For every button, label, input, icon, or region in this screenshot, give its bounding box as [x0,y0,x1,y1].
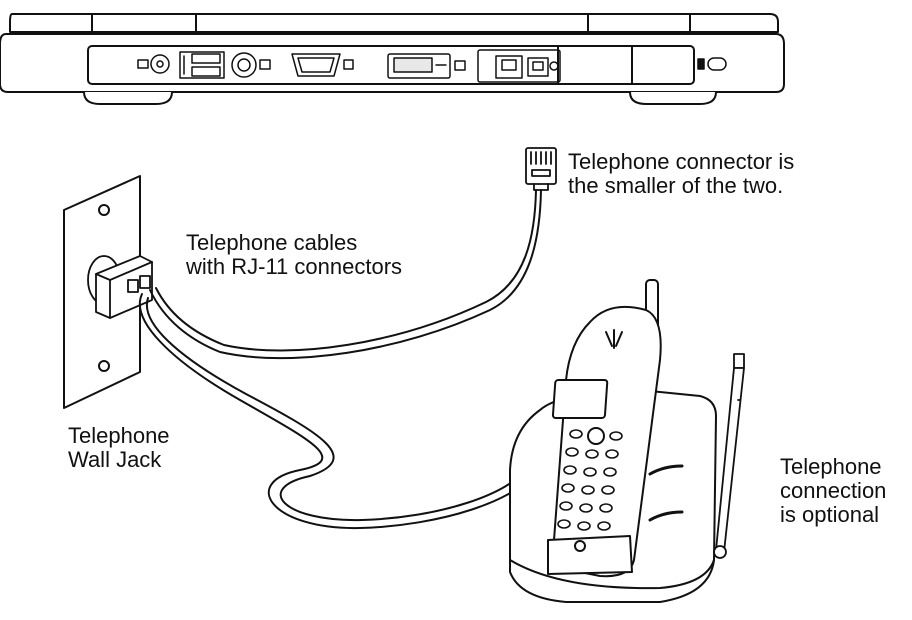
wall-jack-adapter [87,255,153,319]
wall-jack-label: Telephone Wall Jack [68,424,170,472]
connection-optional-label: Telephone connection is optional [780,455,886,527]
svideo-port [231,52,271,78]
connection-optional-label-line1: Telephone [780,454,882,479]
rj11-plug-icon [525,147,557,191]
vga-port [291,53,354,77]
connection-optional-label-line3: is optional [780,502,880,527]
wall-jack-label-line1: Telephone [68,423,170,448]
handset-keypad [557,429,623,531]
dvi-port [387,53,466,79]
base-antenna [713,353,745,559]
rj45-rj11-ports [477,49,561,83]
connection-optional-label-line2: connection [780,478,887,503]
telephone-cables-label: Telephone cables with RJ-11 connectors [186,231,402,279]
telephone-connector-label-line1: Telephone connector is [568,149,795,174]
telephone-cables [139,189,542,530]
handset-cradle [547,535,633,575]
telephone-cables-label-line1: Telephone cables [186,230,358,255]
telephone-cables-label-line2: with RJ-11 connectors [186,254,403,279]
kensington-lock [697,57,727,71]
telephone-connector-label: Telephone connector is the smaller of th… [568,150,794,198]
dc-in-port [137,54,170,74]
telephone-connector-label-line2: the smaller of the two. [568,173,784,198]
usb-ports [179,51,225,79]
wall-jack-label-line2: Wall Jack [68,447,162,472]
laptop-rear-panel [0,13,785,105]
